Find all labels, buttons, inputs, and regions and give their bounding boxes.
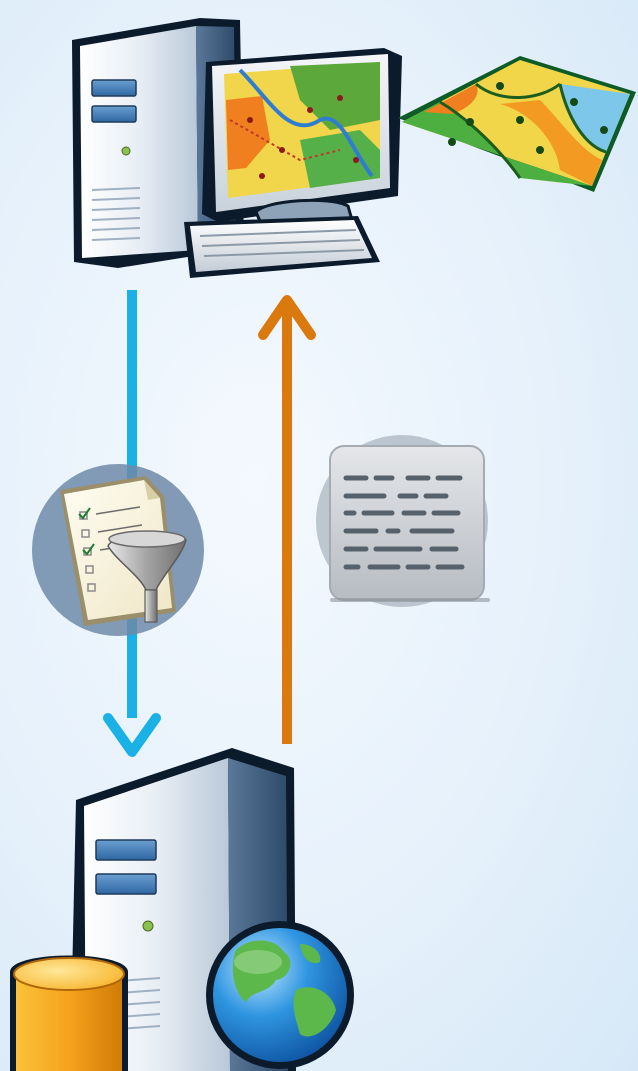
map-sheet-icon [398,56,636,192]
feature-results-icon [316,435,490,607]
client-monitor [202,48,402,222]
database-icon [10,955,128,1071]
globe-icon [206,921,354,1069]
desktop-computer-icon [72,18,402,278]
client-keyboard [184,216,380,278]
filter-query-document-icon [32,464,204,636]
response-arrow [258,295,316,744]
